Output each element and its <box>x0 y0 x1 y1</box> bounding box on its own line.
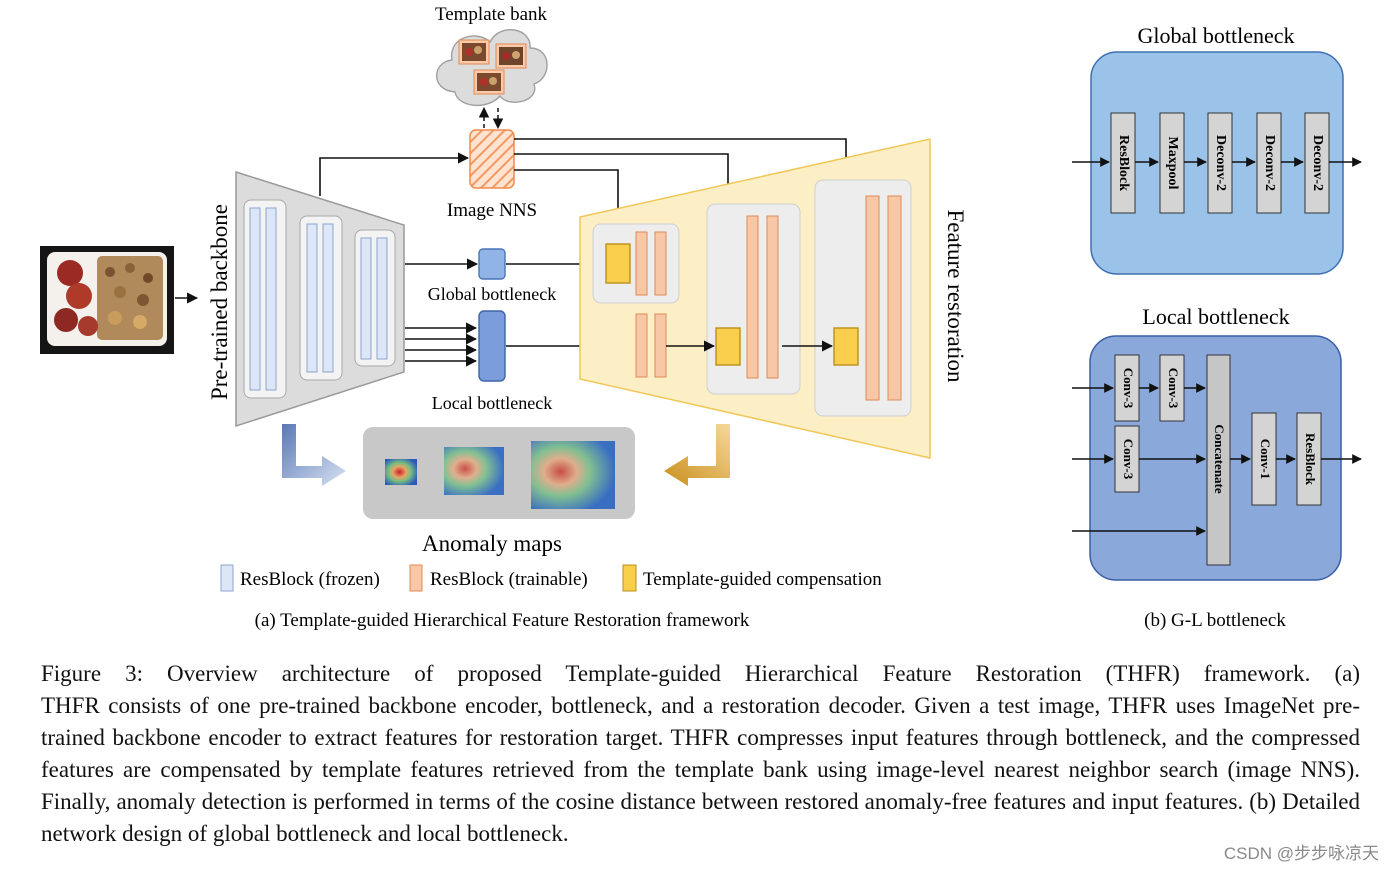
gl-local-conv-c-label: Conv-3 <box>1121 439 1136 480</box>
restoration-decoder <box>579 138 931 459</box>
legend-trainable-swatch <box>409 564 423 592</box>
gl-global-block-2-label: Maxpool <box>1165 137 1180 190</box>
input-image <box>40 246 174 354</box>
gl-global-blocks <box>1110 112 1330 214</box>
gl-global-block-3-label: Deconv-2 <box>1213 135 1228 191</box>
template-bank-label: Template bank <box>435 4 548 25</box>
legend-frozen-swatch <box>220 564 234 592</box>
gl-local-conv-a-label: Conv-3 <box>1121 368 1136 409</box>
template-bank-cloud <box>436 28 548 107</box>
gl-global-block-1-label: ResBlock <box>1116 135 1131 191</box>
backbone-label: Pre-trained backbone <box>207 204 232 400</box>
figure-caption: Figure 3: Overview architecture of propo… <box>41 658 1360 850</box>
legend-compensation-label: Template-guided compensation <box>643 569 882 590</box>
gl-local-conv1-label: Conv-1 <box>1258 439 1273 479</box>
image-nns-block <box>469 129 515 189</box>
legend-trainable-label: ResBlock (trainable) <box>430 569 588 590</box>
global-bottleneck-block <box>478 248 506 280</box>
global-bottleneck-label: Global bottleneck <box>428 284 556 304</box>
caption-body: THFR consists of one pre-trained backbon… <box>41 693 1360 846</box>
anomaly-maps <box>363 427 635 519</box>
backbone-to-nns-arrow <box>319 152 470 196</box>
image-nns-label: Image NNS <box>447 200 537 221</box>
gl-global-block-4-label: Deconv-2 <box>1262 135 1277 191</box>
gl-local-concat-label: Concatenate <box>1212 424 1227 494</box>
anomaly-maps-label: Anomaly maps <box>422 531 562 556</box>
backbone-encoder <box>235 170 405 428</box>
subcaption-a: (a) Template-guided Hierarchical Feature… <box>255 610 750 631</box>
decoder-to-anomaly-arrow <box>664 424 730 486</box>
gl-global-title: Global bottleneck <box>1137 23 1294 48</box>
encoder-to-anomaly-arrow <box>282 424 346 486</box>
gl-local-title: Local bottleneck <box>1142 304 1289 329</box>
local-bottleneck-block <box>478 310 506 382</box>
local-bottleneck-label: Local bottleneck <box>432 393 552 413</box>
legend-compensation-swatch <box>622 564 637 592</box>
watermark: CSDN @步步咏凉天 <box>1223 844 1379 863</box>
gl-local-blocks <box>1114 354 1322 566</box>
feature-restoration-label: Feature restoration <box>943 209 968 383</box>
subcaption-b: (b) G-L bottleneck <box>1144 610 1286 631</box>
caption-line-1: Figure 3: Overview architecture of propo… <box>41 661 1360 686</box>
gl-local-conv-b-label: Conv-3 <box>1166 368 1181 409</box>
framework-figure: Pre-trained backbone Template bank Image… <box>40 4 1362 631</box>
legend-frozen-label: ResBlock (frozen) <box>240 569 380 590</box>
gl-global-block-5-label: Deconv-2 <box>1310 135 1325 191</box>
legend: ResBlock (frozen) ResBlock (trainable) T… <box>220 564 882 592</box>
gl-local-resblock-label: ResBlock <box>1303 433 1318 486</box>
